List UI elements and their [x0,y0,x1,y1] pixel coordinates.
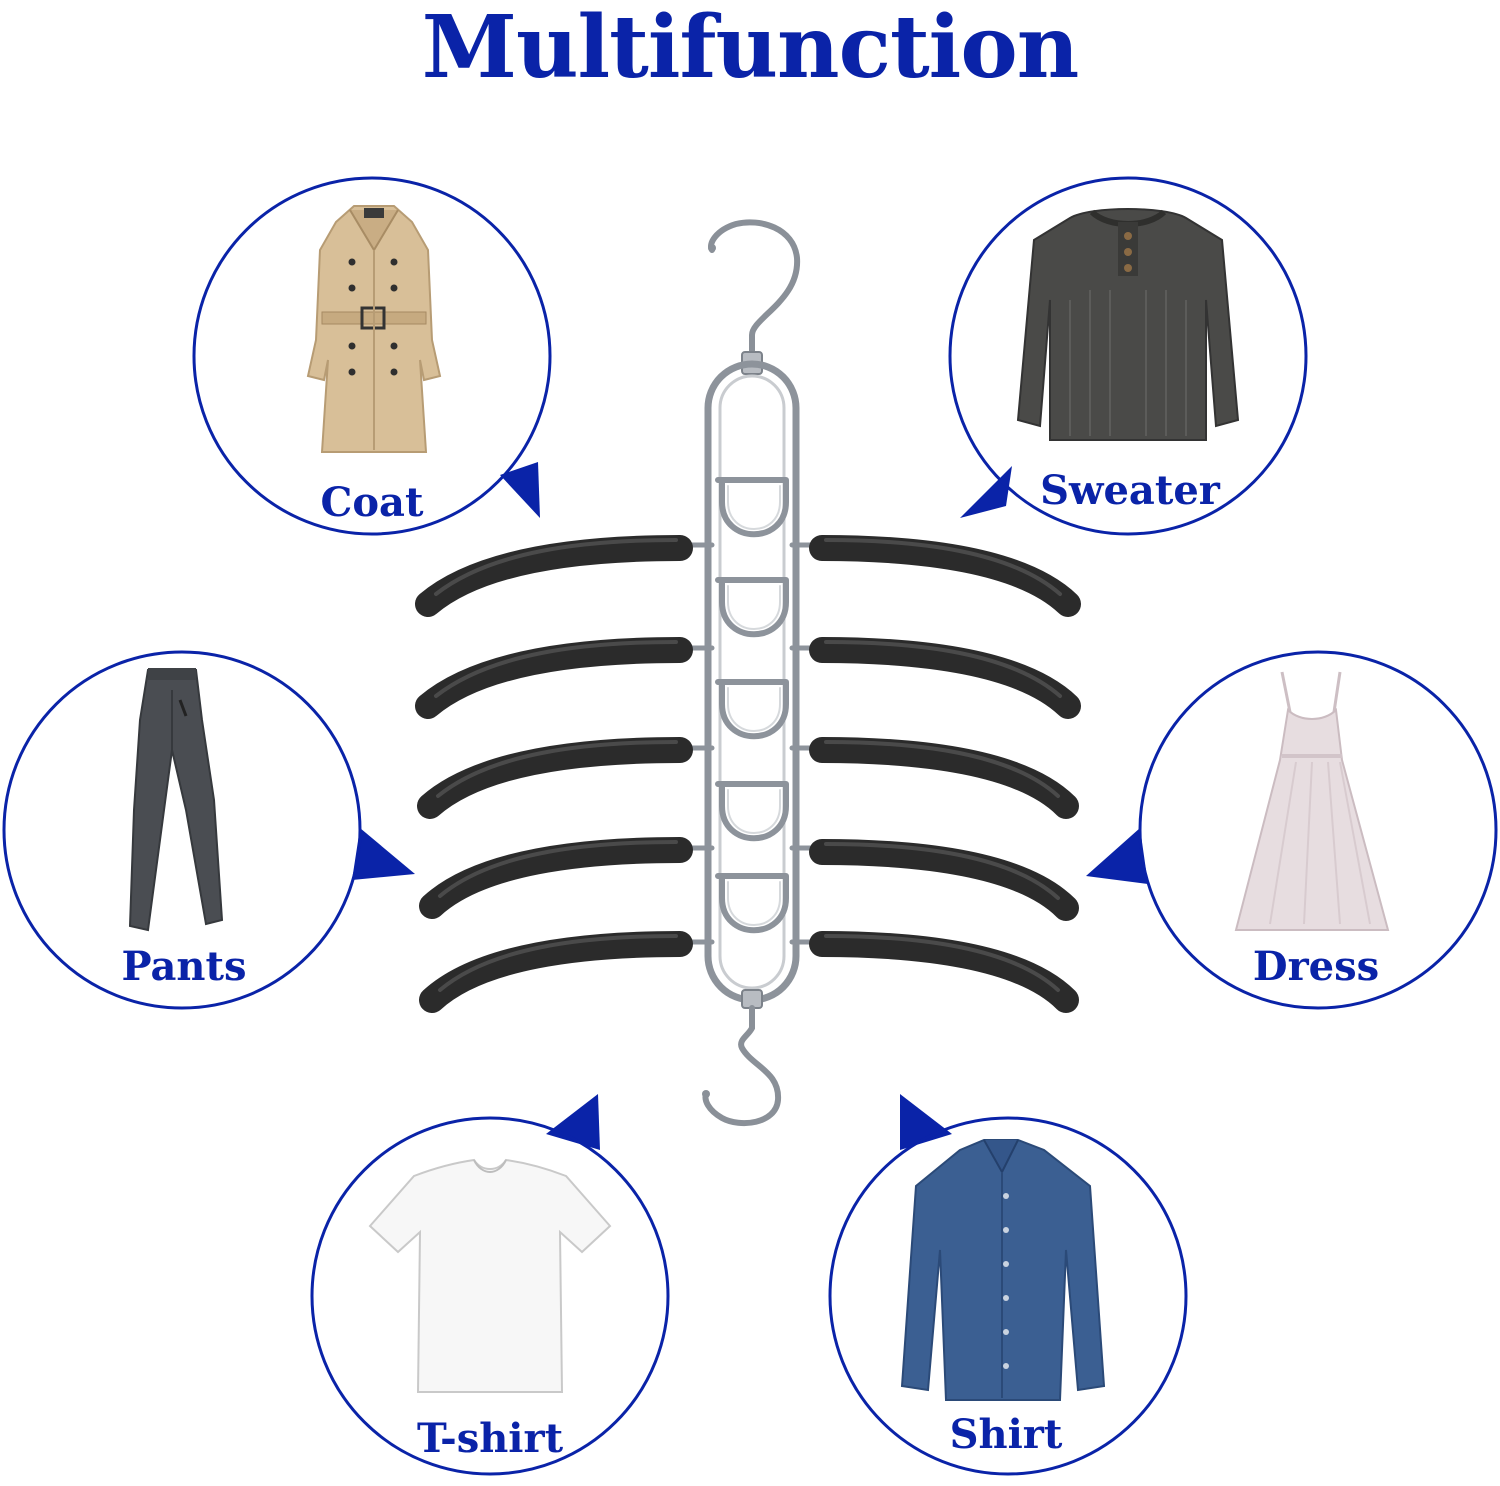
item-label-dress: Dress [1252,943,1380,990]
hanger-arms [415,535,1081,1013]
item-label-coat: Coat [320,479,424,526]
shirt-icon [900,1139,1106,1401]
item-label-pants: Pants [121,943,247,990]
item-circles [2,176,1498,1476]
t-shirt-icon [368,1158,612,1393]
pants-icon [128,668,224,932]
multi-layer-hanger-icon [702,219,801,1127]
sweater-icon [1016,208,1240,441]
pointer-triangles [352,462,1148,1150]
page-title: Multifunction [421,0,1079,98]
coat-icon [306,205,442,453]
item-label-sweater: Sweater [1040,467,1220,514]
item-label-shirt: Shirt [949,1411,1063,1458]
item-label-t-shirt: T-shirt [416,1415,564,1462]
dress-icon [1234,671,1390,931]
